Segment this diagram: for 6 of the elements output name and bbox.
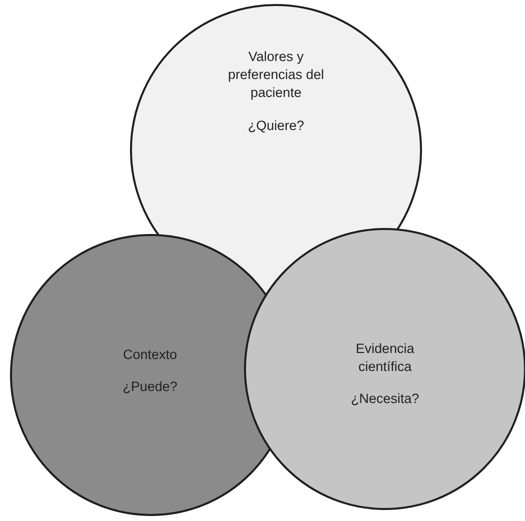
circle-title: Evidencia científica xyxy=(354,340,416,376)
circle-title: Contexto xyxy=(122,346,178,364)
circle-title: Valores y preferencias del paciente xyxy=(226,48,326,102)
circle-question: ¿Puede? xyxy=(122,378,178,396)
circle-question: ¿Quiere? xyxy=(248,116,304,135)
circle-question: ¿Necesita? xyxy=(350,390,420,408)
